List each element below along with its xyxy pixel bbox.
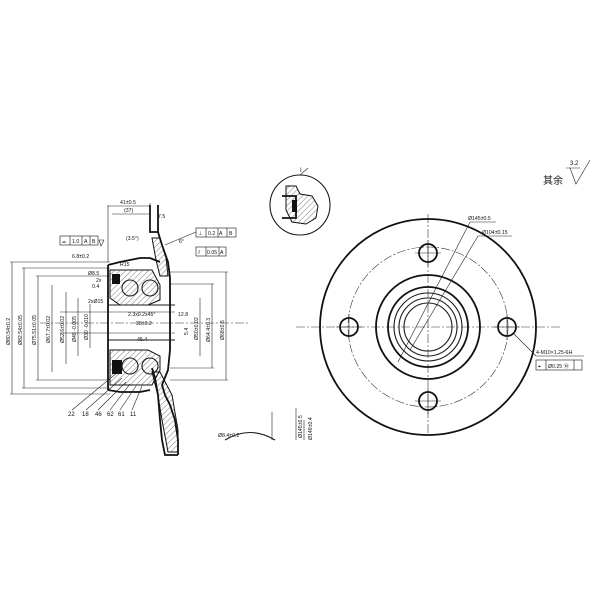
dim-41: 41±0.5	[120, 200, 136, 206]
dim-v-1: Ø80.54±0.2	[6, 318, 12, 345]
gdt-frame-right-2: ⫽ 0.05 A	[195, 246, 227, 257]
dim-12-8: 12.8	[178, 312, 188, 318]
seal-lower	[112, 360, 122, 374]
rot-text-1: Ø8.4±0.2	[218, 433, 239, 439]
leader-holes	[513, 333, 537, 357]
roughness-value: 3.2	[570, 161, 579, 167]
hub-outer-ring	[375, 274, 481, 380]
detail-view: I	[269, 167, 331, 236]
dim-v-3: Ø75.51±0.05	[32, 315, 38, 345]
svg-text:1.0: 1.0	[72, 239, 79, 245]
detail-seal	[292, 200, 297, 212]
dim-5-4: 5.4	[184, 328, 190, 335]
gdt-frame-left: ⌓ 1.0 A B	[59, 235, 105, 247]
hub-ring-4	[398, 297, 458, 357]
hatch-upper-hub	[109, 269, 161, 306]
dim-2x15: 2xØ15	[88, 299, 103, 305]
svg-text:B: B	[229, 231, 233, 237]
dim-6-8: 6.8±0.2	[72, 254, 89, 260]
dim-37: (37)	[124, 208, 133, 214]
dim-v-4: Ø67.7±0.02	[46, 316, 52, 343]
partial-arc	[224, 431, 276, 441]
rot-text-2: Ø145±0.5	[298, 415, 304, 438]
balloon-46: 46	[95, 412, 102, 418]
hub-ring-2	[387, 286, 469, 368]
flange-outer-circle	[319, 218, 537, 436]
balloon-62: 62	[107, 412, 114, 418]
dim-38: 38±0.2	[136, 321, 152, 327]
balloon-11: 11	[130, 412, 137, 418]
dim-v-2: Ø82.54±0.05	[18, 315, 24, 345]
dim-v-6: Ø49 -0.005	[72, 316, 78, 342]
rot-text-3: Ø149±0.4	[308, 417, 314, 440]
vertical-dimension-group	[10, 261, 228, 395]
gdt-holes-frame: ⌖ Ø0.25 Ⓜ	[535, 359, 583, 371]
detail-label: I	[300, 168, 302, 174]
svg-text:⌓: ⌓	[62, 239, 66, 245]
dim-ra: 0.4	[92, 284, 99, 290]
svg-text:⌖: ⌖	[538, 364, 541, 370]
svg-text:A: A	[220, 250, 224, 256]
bolt-hole-crosshairs	[336, 240, 520, 414]
surface-roughness-note: 其余 3.2	[543, 159, 591, 187]
svg-text:B: B	[92, 239, 96, 245]
gdt-frame-right-1: ⊥ 0.2 A B	[195, 227, 237, 238]
hatch-flange-top	[151, 237, 169, 277]
dim-v-7: Ø30 -0.010	[84, 314, 90, 340]
dim-7-5: 7.5	[158, 214, 165, 220]
pcd-inner-dim: Ø104±0.15	[482, 230, 508, 236]
dim-45-4: 45.4	[137, 337, 147, 343]
dim-v-10: Ø68±0.5	[220, 320, 226, 340]
svg-text:⊥: ⊥	[198, 231, 203, 237]
svg-text:0.05: 0.05	[207, 250, 217, 256]
leader-gdt-right	[164, 231, 197, 246]
svg-text:⫽: ⫽	[197, 250, 201, 256]
svg-text:A: A	[84, 239, 88, 245]
bearing-ball-upper-1	[121, 279, 139, 297]
hub-ring-3	[393, 292, 463, 362]
holes-callout: 4-M10×1.25-6H	[536, 350, 572, 356]
leader-pcd-inner	[409, 235, 479, 351]
svg-text:A: A	[219, 231, 223, 237]
leader-pcd-outer	[397, 221, 471, 363]
bearing-ball-lower-2	[141, 357, 159, 375]
bearing-ball-upper-2	[141, 279, 159, 297]
hatch-flange-leg	[151, 371, 179, 453]
svg-text:Ø0.25 Ⓜ: Ø0.25 Ⓜ	[548, 362, 569, 370]
hub-outline	[107, 257, 161, 393]
partial-bottom-view: Ø8.4±0.2 Ø145±0.5 Ø149±0.4	[218, 408, 314, 441]
balloon-18: 18	[82, 412, 89, 418]
seal-upper	[112, 274, 120, 284]
roughness-symbol	[566, 159, 591, 185]
dim-thread: 2.3x0.2x45°	[128, 312, 155, 318]
hub-bore	[403, 302, 453, 352]
dim-v-8: Ø50±0.02	[194, 317, 200, 340]
front-view: Ø145±0.5 Ø104±0.15 4-M10×1.25-6H ⌖ Ø0.25…	[296, 214, 584, 436]
dim-8-5: Ø8.5	[88, 271, 99, 277]
note-text: 其余	[543, 174, 563, 187]
dim-2x: 2x	[96, 278, 102, 284]
part-balloons: 22 18 46 62 61 11	[68, 371, 143, 418]
dim-v-9: Ø64.4±0.3	[206, 318, 212, 342]
detail-leader	[299, 167, 309, 176]
dim-angle: 6°	[179, 239, 184, 245]
dim-v-5: Ø52.6±0.02	[60, 316, 66, 343]
dim-3-5: (3.5°)	[126, 236, 139, 242]
balloon-22: 22	[68, 412, 75, 418]
svg-text:0.2: 0.2	[208, 231, 215, 237]
dim-r15: R15	[120, 262, 130, 268]
balloon-61: 61	[118, 412, 125, 418]
side-section-view: 41±0.5 (37) 7.5 (3.5°) 6° 6.8±0.2 Ø8.5 2…	[6, 200, 250, 456]
pcd-outer-dim: Ø145±0.5	[468, 216, 491, 222]
